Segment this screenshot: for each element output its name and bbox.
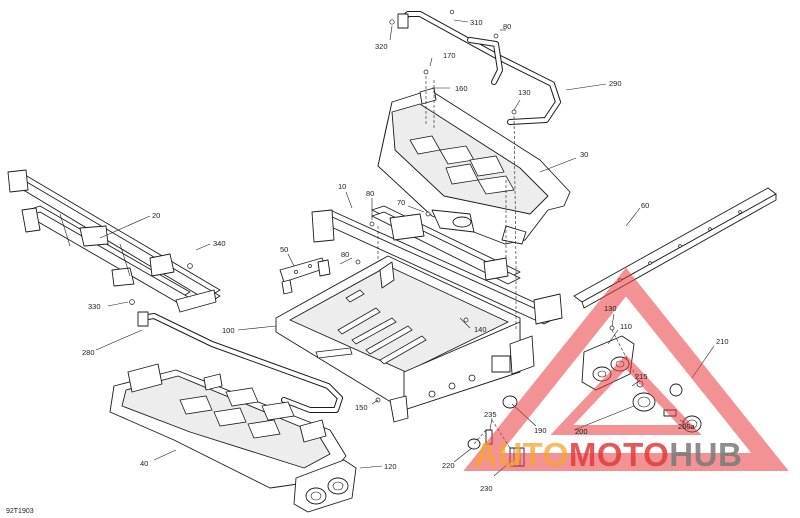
label-330: 330 [88,302,101,311]
part-120-lower-grille [293,459,357,513]
part-10-center-frame [311,205,563,325]
part-50-bracket [279,257,331,295]
label-150: 150 [355,403,368,412]
label-210: 210 [716,337,729,346]
part-100-floor-pan [275,255,535,423]
label-50: 50 [280,245,288,254]
label-140: 140 [474,325,487,334]
label-280: 280 [82,348,95,357]
watermark-logo: AUTOMOTOHUB [463,267,789,473]
label-20: 20 [152,211,160,220]
label-320: 320 [375,42,388,51]
watermark-word-hub: HUB [669,436,742,473]
diagram-code: 92T1903 [6,508,34,515]
label-290: 290 [609,79,622,88]
part-290-upper-tube [397,11,561,125]
label-230: 230 [480,484,493,493]
label-200a: 200a [678,422,696,431]
label-80: 80 [341,250,349,259]
label-215: 215 [635,372,648,381]
callout-labels: 310 80 320 170 160 290 130 30 10 80 70 2… [82,18,729,493]
part-20-left-frame [7,169,221,313]
label-80: 80 [366,189,374,198]
label-160: 160 [455,84,468,93]
label-130: 130 [604,304,617,313]
label-40: 40 [140,459,148,468]
label-235: 235 [484,410,497,419]
part-40-lower-panel [109,363,347,489]
label-110: 110 [620,322,632,331]
watermark-word-auto: AUTO [474,436,569,473]
label-80: 80 [503,22,511,31]
label-200: 200 [575,427,588,436]
part-30-seat-support [377,87,571,245]
part-280-lower-tube [137,311,343,413]
label-70: 70 [397,198,405,207]
watermark-inner-triangle [550,354,702,435]
label-220: 220 [442,461,455,470]
label-340: 340 [213,239,226,248]
label-30: 30 [580,150,588,159]
label-10: 10 [338,182,346,191]
label-100: 100 [222,326,235,335]
leader-lines [95,19,715,477]
watermark-triangle [463,267,789,471]
fasteners [129,9,615,403]
label-170: 170 [443,51,456,60]
label-190: 190 [534,426,547,435]
label-130: 130 [518,88,531,97]
label-60: 60 [641,201,649,210]
tube-end-plug [397,13,409,29]
part-60-right-rail [573,187,777,309]
label-120: 120 [384,462,397,471]
watermark-text: AUTOMOTOHUB [474,436,742,473]
label-310: 310 [470,18,483,27]
watermark-word-moto: MOTO [569,436,669,473]
